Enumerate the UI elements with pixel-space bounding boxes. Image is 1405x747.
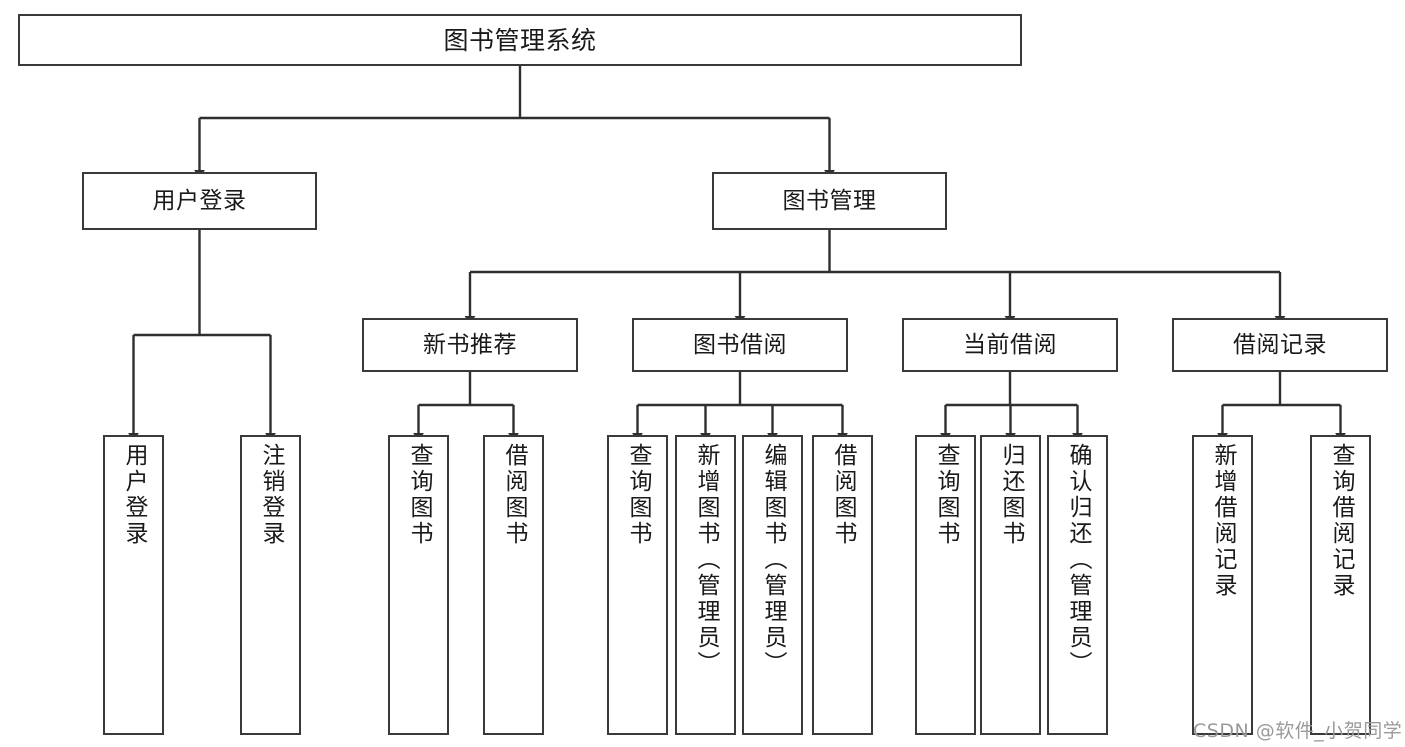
node-leaf-query-book-3[interactable]: 查询图书 [915, 435, 976, 735]
node-book-borrow-label: 图书借阅 [693, 331, 787, 358]
node-leaf-query-book-3-label: 查询图书 [933, 443, 959, 547]
node-leaf-add-record[interactable]: 新增借阅记录 [1192, 435, 1253, 735]
node-leaf-borrow-book-1[interactable]: 借阅图书 [483, 435, 544, 735]
node-leaf-edit-book-label: 编辑图书（管理员） [760, 443, 786, 677]
node-borrow-record-label: 借阅记录 [1233, 331, 1327, 358]
node-leaf-edit-book[interactable]: 编辑图书（管理员） [742, 435, 803, 735]
node-borrow-record[interactable]: 借阅记录 [1172, 318, 1388, 372]
node-leaf-user-login[interactable]: 用户登录 [103, 435, 164, 735]
node-leaf-query-record[interactable]: 查询借阅记录 [1310, 435, 1371, 735]
node-leaf-query-book-2-label: 查询图书 [625, 443, 651, 547]
node-book-manage[interactable]: 图书管理 [712, 172, 947, 230]
node-leaf-query-book-1[interactable]: 查询图书 [388, 435, 449, 735]
node-leaf-add-book[interactable]: 新增图书（管理员） [675, 435, 736, 735]
node-leaf-user-login-label: 用户登录 [121, 443, 147, 547]
node-leaf-query-book-1-label: 查询图书 [406, 443, 432, 547]
node-leaf-logout-login-label: 注销登录 [258, 443, 284, 547]
node-leaf-logout-login[interactable]: 注销登录 [240, 435, 301, 735]
node-leaf-borrow-book-2[interactable]: 借阅图书 [812, 435, 873, 735]
node-leaf-add-record-label: 新增借阅记录 [1210, 443, 1236, 599]
node-current-borrow[interactable]: 当前借阅 [902, 318, 1118, 372]
node-leaf-add-book-label: 新增图书（管理员） [693, 443, 719, 677]
node-new-book-recommend[interactable]: 新书推荐 [362, 318, 578, 372]
node-book-borrow[interactable]: 图书借阅 [632, 318, 848, 372]
node-new-book-recommend-label: 新书推荐 [423, 331, 517, 358]
watermark: CSDN @软件_小贺同学 [1193, 720, 1403, 742]
node-leaf-borrow-book-2-label: 借阅图书 [830, 443, 856, 547]
node-leaf-return-book[interactable]: 归还图书 [980, 435, 1041, 735]
node-user-login[interactable]: 用户登录 [82, 172, 317, 230]
node-user-login-label: 用户登录 [152, 187, 247, 214]
node-leaf-confirm-return-label: 确认归还（管理员） [1065, 443, 1091, 677]
node-current-borrow-label: 当前借阅 [963, 331, 1057, 358]
node-leaf-confirm-return[interactable]: 确认归还（管理员） [1047, 435, 1108, 735]
node-root-system[interactable]: 图书管理系统 [18, 14, 1022, 66]
node-leaf-query-record-label: 查询借阅记录 [1328, 443, 1354, 599]
node-leaf-borrow-book-1-label: 借阅图书 [501, 443, 527, 547]
node-book-manage-label: 图书管理 [782, 187, 877, 214]
node-leaf-query-book-2[interactable]: 查询图书 [607, 435, 668, 735]
node-leaf-return-book-label: 归还图书 [998, 443, 1024, 547]
node-root-system-label: 图书管理系统 [443, 25, 597, 55]
